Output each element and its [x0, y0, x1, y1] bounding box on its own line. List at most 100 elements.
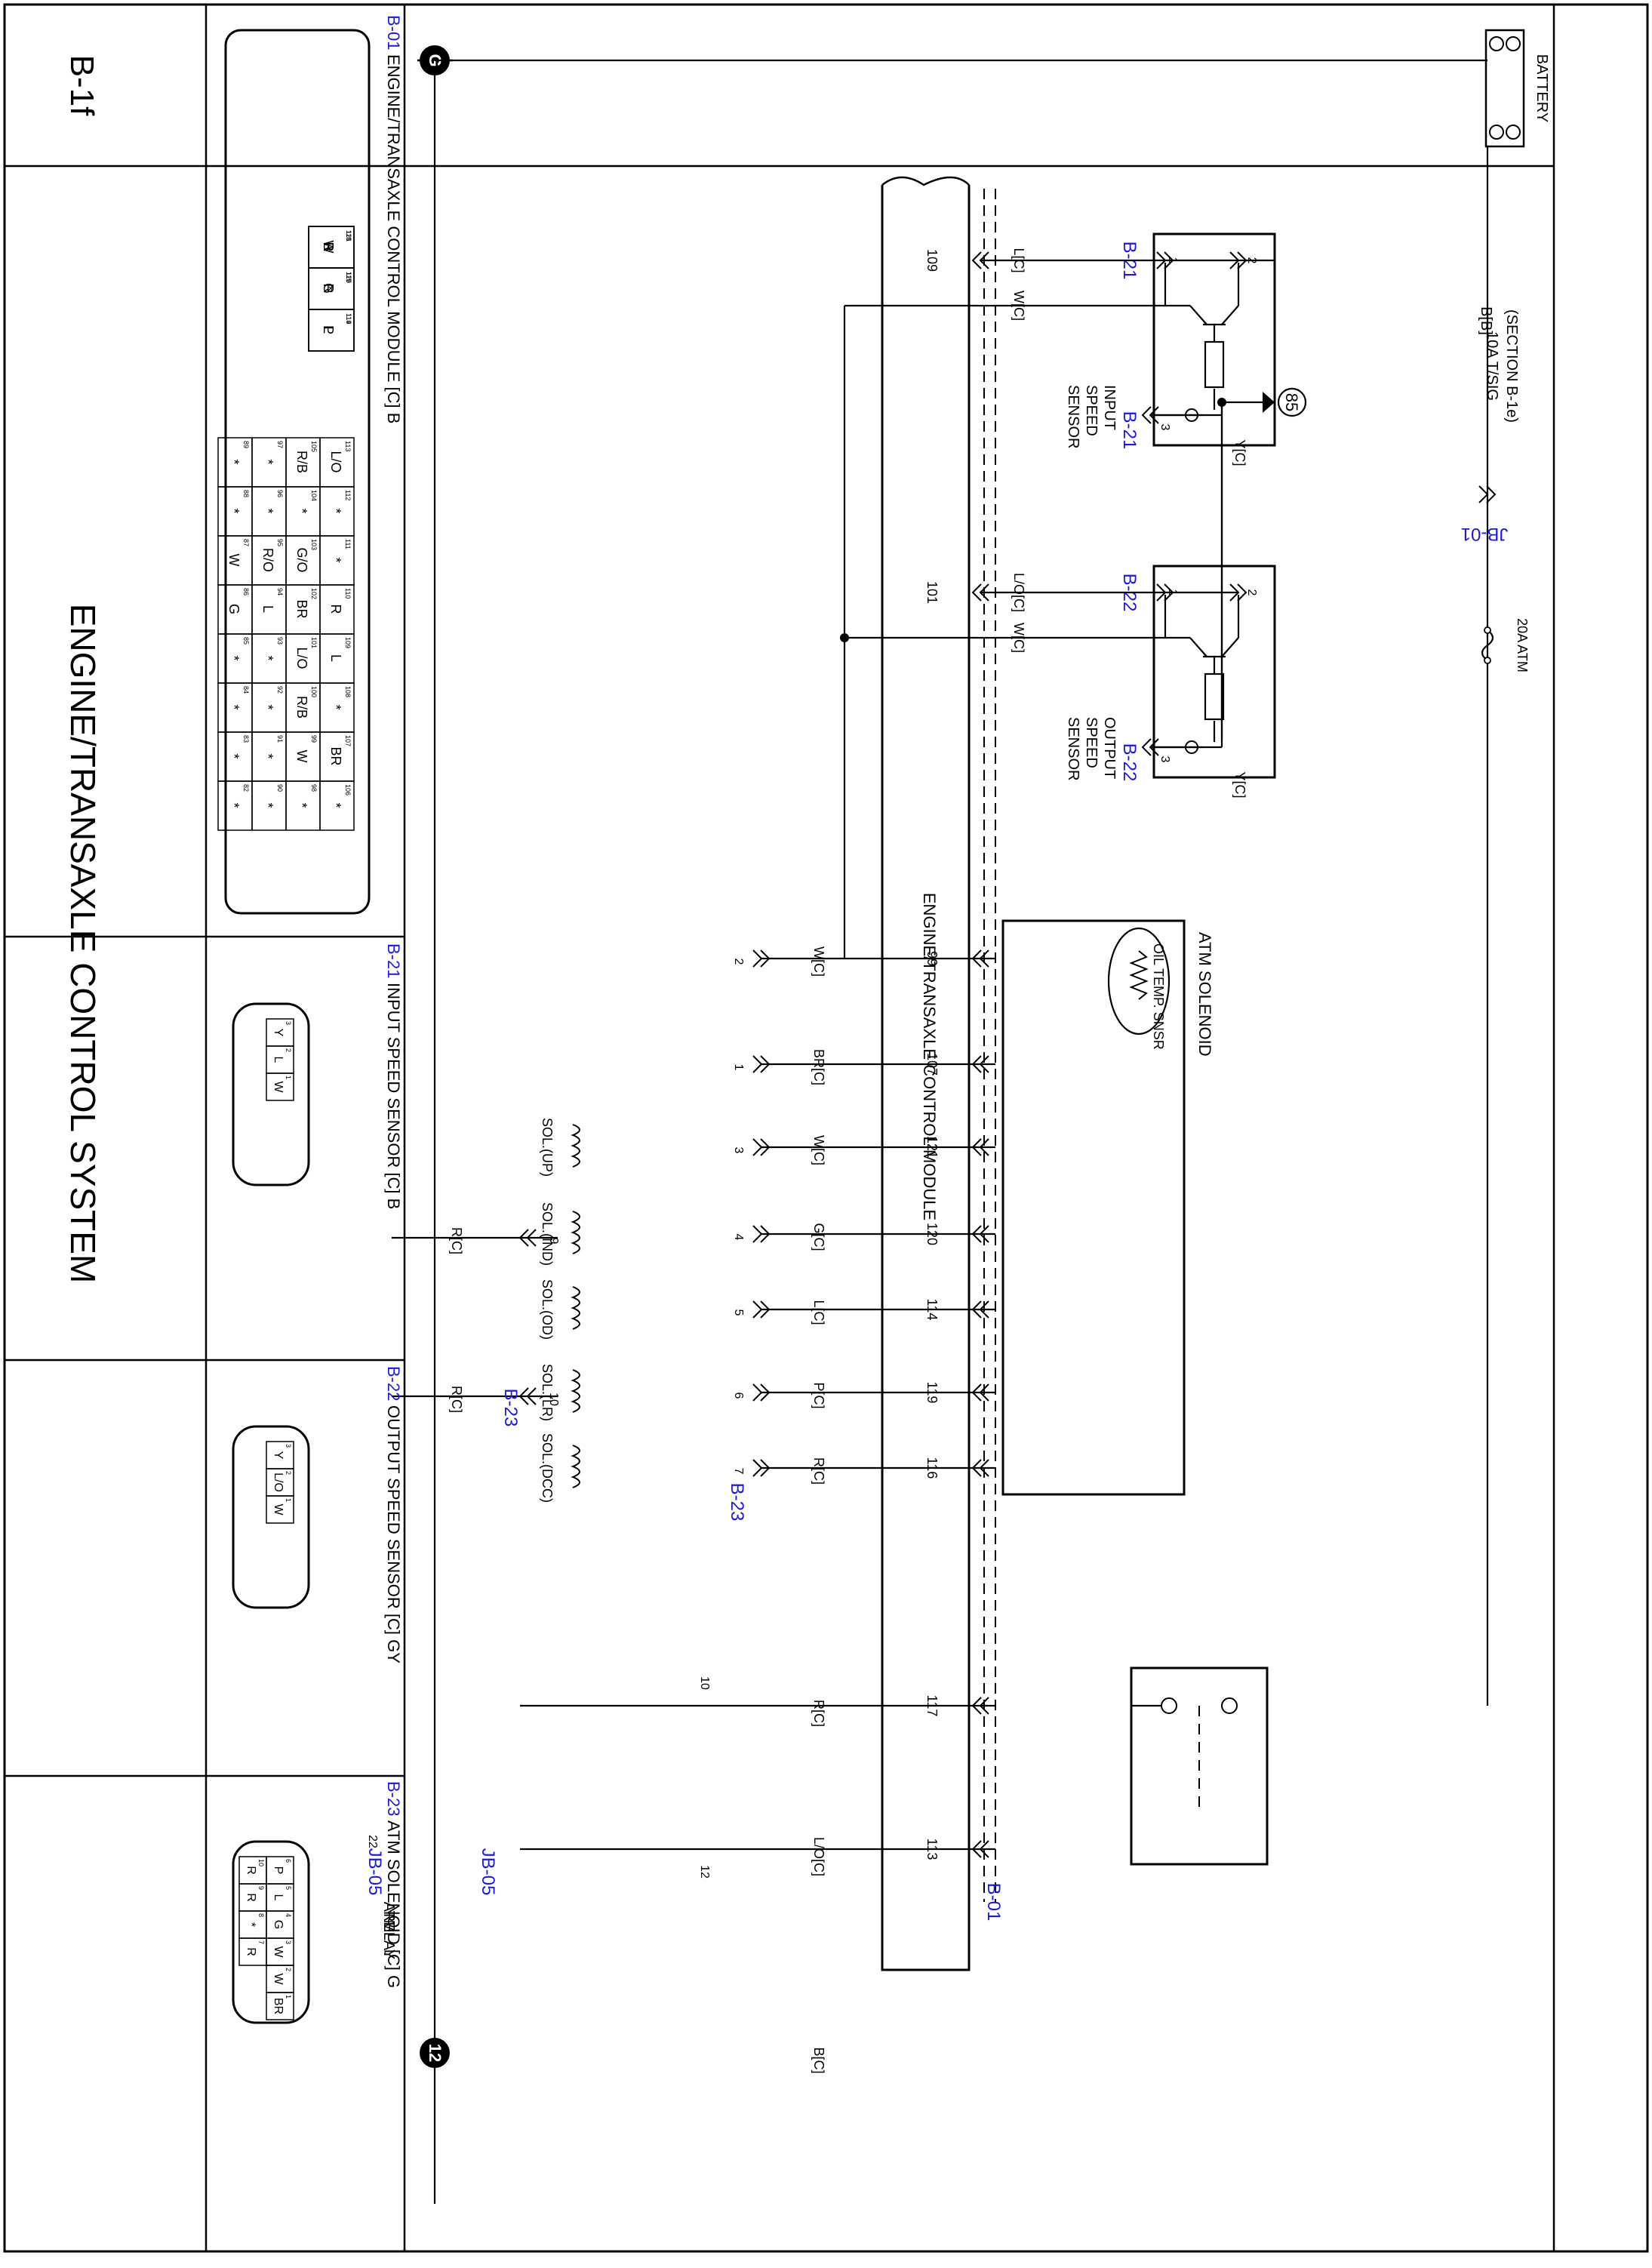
b01-cell-num: 105	[310, 441, 318, 452]
b01-cell-num: 90	[276, 784, 284, 792]
b01-cell-text: R	[328, 605, 343, 614]
wire-code: B[C]	[811, 2047, 826, 2073]
splice-85-circle	[1277, 387, 1307, 417]
b01-cell-text: R	[321, 284, 336, 294]
atm-conn-id-right: B-23	[500, 1389, 521, 1427]
atm-pin-number: 6	[732, 1392, 745, 1399]
module-pin-number: 113	[924, 1839, 940, 1860]
b01-cell-text: L	[328, 654, 343, 662]
solenoid-coil	[571, 1286, 580, 1330]
connector-chevron	[752, 1225, 763, 1243]
b21-cell-text: W	[272, 1081, 285, 1093]
relay-contact	[1161, 1697, 1177, 1714]
b01-cell-text: *	[226, 508, 241, 513]
b22-cell-text: L/O	[272, 1473, 285, 1492]
connector-chevron	[979, 1840, 989, 1858]
b01-cell-text: *	[260, 655, 275, 660]
connector-chevron	[752, 1055, 763, 1073]
atm-pin-chevron	[752, 1055, 771, 1073]
b01-cell-text: *	[226, 802, 241, 808]
connector-chevron	[979, 1459, 989, 1477]
atm-pin-number: 4	[732, 1234, 745, 1241]
module-pin-number: 116	[924, 1457, 940, 1479]
output-sensor-box	[1152, 565, 1276, 779]
battery-terminal	[1489, 125, 1504, 140]
b01-housing	[224, 29, 371, 915]
solenoid-coil	[571, 1445, 580, 1488]
connector-chevron	[979, 583, 989, 602]
relay-coil-pin: 22	[366, 1835, 379, 1848]
b01-cell-text: L	[260, 605, 275, 613]
module-pin-chevron	[971, 1697, 989, 1715]
connector-chevron	[752, 1138, 763, 1156]
connector-chevron	[752, 1300, 763, 1319]
connector-chevron	[752, 1383, 763, 1402]
atm-right-wire-code: R[C]	[449, 1227, 464, 1254]
b21-cell-num: 1	[285, 1076, 292, 1079]
atm-pin-chevron	[752, 1300, 771, 1319]
b01-cell-num: 114	[345, 313, 352, 324]
atm-pin-wire-code: L[C]	[811, 1300, 826, 1325]
input-sensor-transistor-emitter	[1189, 305, 1207, 325]
connector-chevron	[971, 251, 982, 269]
b01-cell-text: BR	[294, 599, 309, 618]
b01-cell	[217, 780, 253, 831]
connector-chevron	[971, 1840, 982, 1858]
fuse-10a-label: 10A T/SIG	[1484, 331, 1500, 401]
atm-pin-number: 5	[732, 1309, 745, 1316]
fuse-terminal	[1484, 657, 1491, 664]
module-pin-number: 120	[924, 1223, 940, 1245]
b01-cell-text: *	[294, 802, 309, 808]
b21-id: B-21	[384, 943, 403, 978]
output-sensor-transistor-emitter	[1189, 637, 1207, 657]
fuse-10a-ref: (SECTION B-1e)	[1503, 309, 1520, 423]
connector-chevron	[1141, 406, 1152, 424]
relay-name: ATM	[380, 1902, 397, 1933]
module-pin-number: 99	[924, 951, 940, 966]
fuse-20a-label: 20A ATM	[1515, 618, 1530, 672]
b23-cell-num: 8	[257, 1913, 265, 1917]
atm-pin-number: 3	[732, 1147, 745, 1154]
input-sensor-conn-id-right: B-21	[1119, 411, 1140, 450]
output-sensor-conn-id-right: B-22	[1119, 743, 1140, 782]
b01-cell-text: *	[226, 704, 241, 709]
b01-cell-text: W	[294, 750, 309, 763]
module-pin-number: 101	[924, 581, 940, 604]
b01-cell-num: 93	[276, 637, 284, 645]
connector-chevron	[971, 1383, 982, 1402]
module-pin-chevron	[971, 1383, 989, 1402]
fuse-terminal	[1484, 626, 1491, 634]
b01-cell-num: 98	[310, 784, 318, 792]
b01-cell-num: 83	[242, 735, 250, 743]
b01-cell-num: 102	[310, 588, 318, 599]
output-sensor-name-line: SPEED	[1083, 717, 1100, 768]
b01-cell-num: 95	[276, 539, 284, 546]
wire-code: L/O[C]	[811, 1837, 826, 1876]
b01-cell-num: 119	[345, 313, 352, 324]
b01-cell-text: L/O	[294, 647, 309, 669]
b23-title: ATM SOLENOID [C] G	[384, 1820, 403, 1988]
atm-right-chevron	[518, 1387, 537, 1405]
b01-cell-num: 92	[276, 686, 284, 694]
b23-cell-num: 5	[285, 1886, 292, 1890]
atm-pin-wire-code: W[C]	[811, 1135, 826, 1165]
connector-chevron	[518, 1387, 529, 1405]
b01-cell-text: BR	[328, 746, 343, 765]
page-id: B-1f	[63, 55, 100, 116]
fuse-20a-symbol	[1481, 629, 1494, 661]
module-pin-number: 114	[924, 1299, 940, 1321]
b23-cell-text: G	[272, 1920, 285, 1929]
input-sensor-name-line: INPUT	[1101, 385, 1118, 430]
connector-chevron	[979, 1300, 989, 1319]
b22-cell-text: W	[272, 1503, 285, 1516]
b23-cell-num: 2	[285, 1968, 292, 1971]
connector-chevron	[971, 1300, 982, 1319]
wire-code: L/O[C]	[1011, 573, 1026, 612]
b21-cell-text: L	[272, 1057, 285, 1063]
splice-85-label: 85	[1282, 393, 1301, 411]
b01-cell-num: 117	[345, 272, 352, 282]
module-pin-chevron	[971, 1138, 989, 1156]
b21-housing	[232, 1002, 310, 1186]
connector-chevron	[752, 1459, 763, 1477]
